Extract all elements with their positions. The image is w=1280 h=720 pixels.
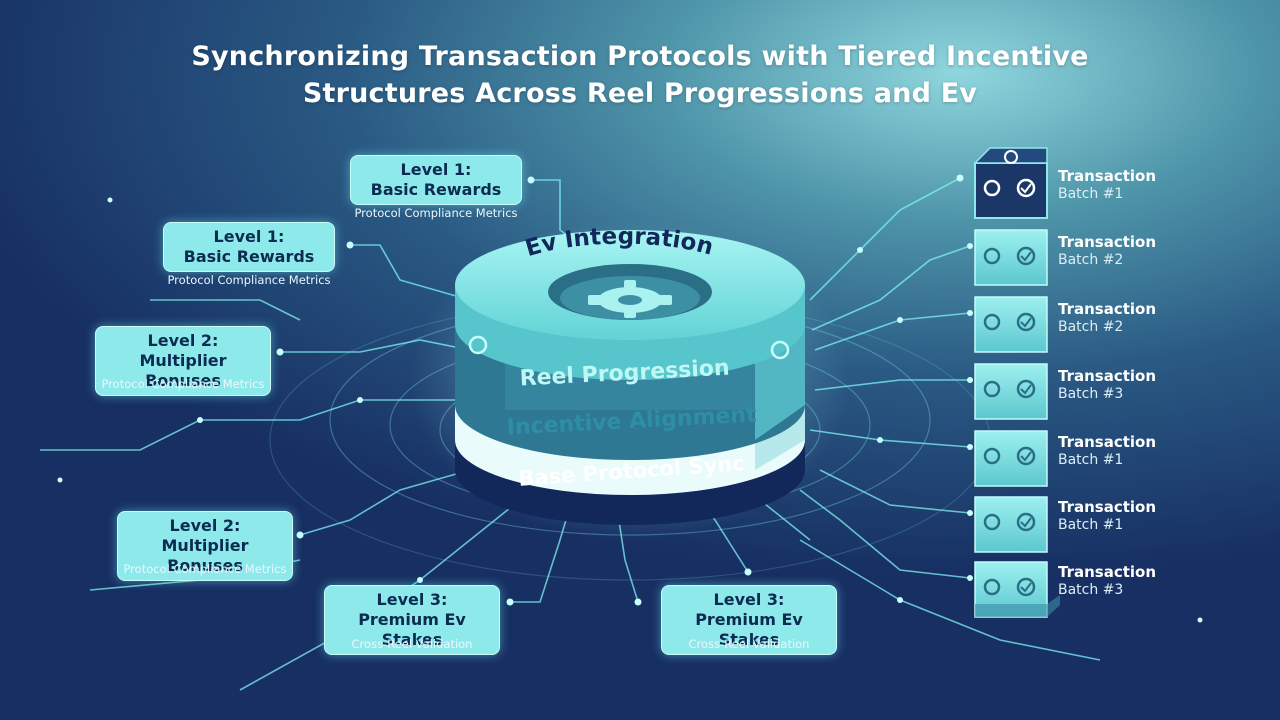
transaction-label: Transaction Batch #2 xyxy=(1058,300,1156,336)
protocol-stack xyxy=(455,230,805,525)
level-name: Basic Rewards xyxy=(370,180,502,199)
transaction-title: Transaction xyxy=(1058,433,1157,451)
transaction-batch: Batch #1 xyxy=(1058,186,1124,202)
level-number: Level 3: xyxy=(376,590,448,609)
level-subtitle: Cross-Reel Validation xyxy=(351,637,473,651)
transaction-title: Transaction xyxy=(1058,300,1157,318)
level-subtitle: Cross-Reel Validation xyxy=(688,637,810,651)
transaction-title: Transaction xyxy=(1058,563,1157,581)
transaction-batch: Batch #3 xyxy=(1058,582,1124,598)
level-subtitle: Protocol Compliance Metrics xyxy=(101,377,265,391)
transaction-cube-stack xyxy=(973,147,1060,618)
level-number: Level 1: xyxy=(400,160,472,179)
level-subtitle: Protocol Compliance Metrics xyxy=(354,206,518,220)
transaction-label: Transaction Batch #1 xyxy=(1058,433,1156,469)
level-number: Level 3: xyxy=(713,590,785,609)
level-subtitle: Protocol Compliance Metrics xyxy=(123,562,287,576)
level-number: Level 2: xyxy=(147,331,219,350)
level-card: Level 1: Basic Rewards xyxy=(163,222,335,272)
level-card: Level 1: Basic Rewards xyxy=(350,155,522,205)
level-number: Level 2: xyxy=(169,516,241,535)
level-card: Level 3: Premium Ev Stakes xyxy=(324,585,500,655)
page-title: Synchronizing Transaction Protocols with… xyxy=(140,38,1140,112)
transaction-batch: Batch #1 xyxy=(1058,452,1124,468)
level-card: Level 3: Premium Ev Stakes xyxy=(661,585,837,655)
circuit-nodes xyxy=(57,174,1203,623)
transaction-batch: Batch #1 xyxy=(1058,517,1124,533)
transaction-label: Transaction Batch #3 xyxy=(1058,563,1156,599)
transaction-label: Transaction Batch #2 xyxy=(1058,233,1156,269)
level-name: Multiplier Bonuses xyxy=(139,351,227,390)
level-name: Basic Rewards xyxy=(183,247,315,266)
transaction-label: Transaction Batch #1 xyxy=(1058,498,1156,534)
level-name: Multiplier Bonuses xyxy=(161,536,249,575)
transaction-batch: Batch #2 xyxy=(1058,252,1124,268)
transaction-batch: Batch #2 xyxy=(1058,319,1124,335)
title-line-2: Structures Across Reel Progressions and … xyxy=(302,78,978,109)
level-card: Level 2: Multiplier Bonuses xyxy=(95,326,271,396)
level-subtitle: Protocol Compliance Metrics xyxy=(167,273,331,287)
level-name: Premium Ev Stakes xyxy=(358,610,466,649)
transaction-title: Transaction xyxy=(1058,167,1157,185)
transaction-title: Transaction xyxy=(1058,498,1157,516)
transaction-title: Transaction xyxy=(1058,367,1157,385)
transaction-label: Transaction Batch #3 xyxy=(1058,367,1156,403)
level-card: Level 2: Multiplier Bonuses xyxy=(117,511,293,581)
transaction-batch: Batch #3 xyxy=(1058,386,1124,402)
transaction-title: Transaction xyxy=(1058,233,1157,251)
level-number: Level 1: xyxy=(213,227,285,246)
level-name: Premium Ev Stakes xyxy=(695,610,803,649)
transaction-label: Transaction Batch #1 xyxy=(1058,167,1156,203)
title-line-1: Synchronizing Transaction Protocols with… xyxy=(191,41,1089,72)
